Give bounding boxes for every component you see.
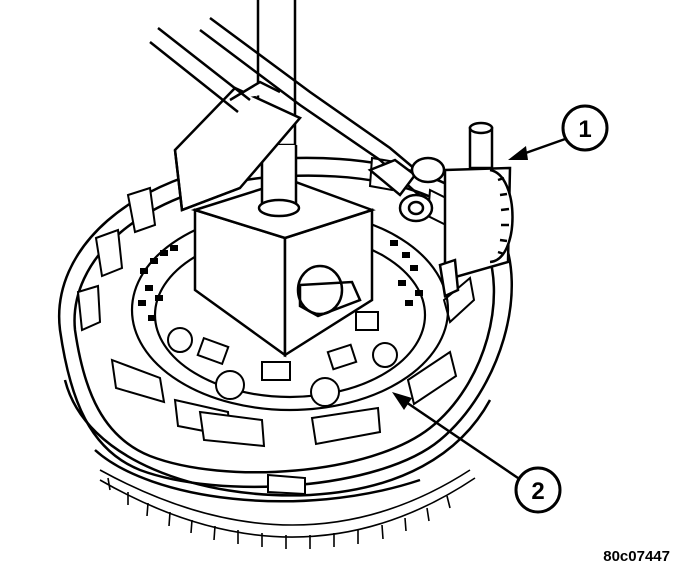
callout-1: 1 xyxy=(508,104,609,160)
ring-gear-teeth xyxy=(99,469,476,549)
callout-2: 2 xyxy=(392,392,562,514)
clamp-arm xyxy=(173,80,303,212)
support-bars xyxy=(149,16,446,223)
flywheel-slots xyxy=(76,156,476,496)
callout-1-label: 1 xyxy=(578,116,591,143)
inner-teeth xyxy=(138,240,423,321)
crank-holes xyxy=(167,311,398,407)
figure-code: 80c07447 xyxy=(603,548,670,565)
dial-indicator xyxy=(438,121,514,298)
callout-2-label: 2 xyxy=(531,478,544,505)
